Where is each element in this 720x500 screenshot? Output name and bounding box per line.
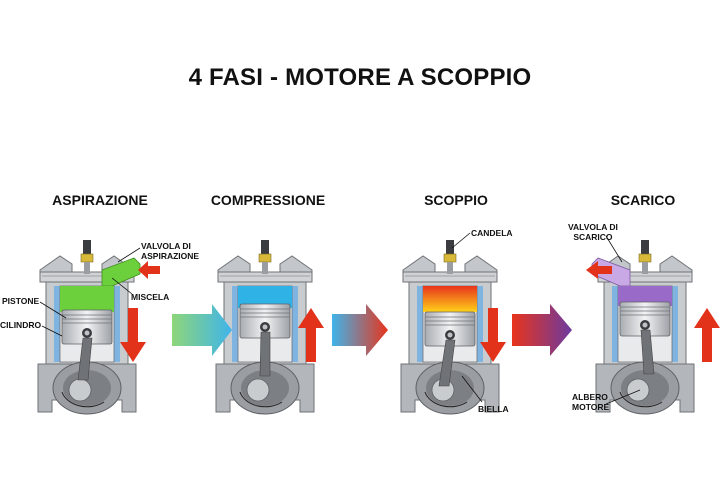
arrow-transition-3 xyxy=(512,304,572,356)
label-candela: CANDELA xyxy=(471,228,513,238)
arrow-up-scarico xyxy=(694,308,720,362)
engine-scoppio xyxy=(400,239,500,415)
phase-title-scoppio: SCOPPIO xyxy=(424,192,488,208)
label-valvola-scarico: VALVOLA DI SCARICO xyxy=(568,222,618,242)
label-albero-motore: ALBERO MOTORE xyxy=(572,392,610,412)
arrow-exhaust xyxy=(586,261,612,279)
label-pistone: PISTONE xyxy=(2,296,40,306)
arrow-transition-2 xyxy=(332,304,388,356)
engine-aspirazione xyxy=(37,239,141,415)
arrow-transition-1 xyxy=(172,304,232,356)
label-cilindro: CILINDRO xyxy=(0,320,42,330)
engine-compressione xyxy=(215,239,315,415)
arrow-down-aspirazione xyxy=(120,308,146,362)
page-title: 4 FASI - MOTORE A SCOPPIO xyxy=(188,64,532,91)
phase-title-scarico: SCARICO xyxy=(610,192,676,208)
label-biella: BIELLA xyxy=(478,404,509,414)
label-miscela: MISCELA xyxy=(131,292,170,302)
phase-title-aspirazione: ASPIRAZIONE xyxy=(52,192,148,208)
arrow-down-scoppio xyxy=(480,308,506,362)
phase-title-compressione: COMPRESSIONE xyxy=(210,192,326,208)
label-valvola-aspirazione: VALVOLA DI ASPIRAZIONE xyxy=(141,241,200,261)
arrow-up-compressione xyxy=(298,308,324,362)
arrow-intake xyxy=(138,261,160,279)
